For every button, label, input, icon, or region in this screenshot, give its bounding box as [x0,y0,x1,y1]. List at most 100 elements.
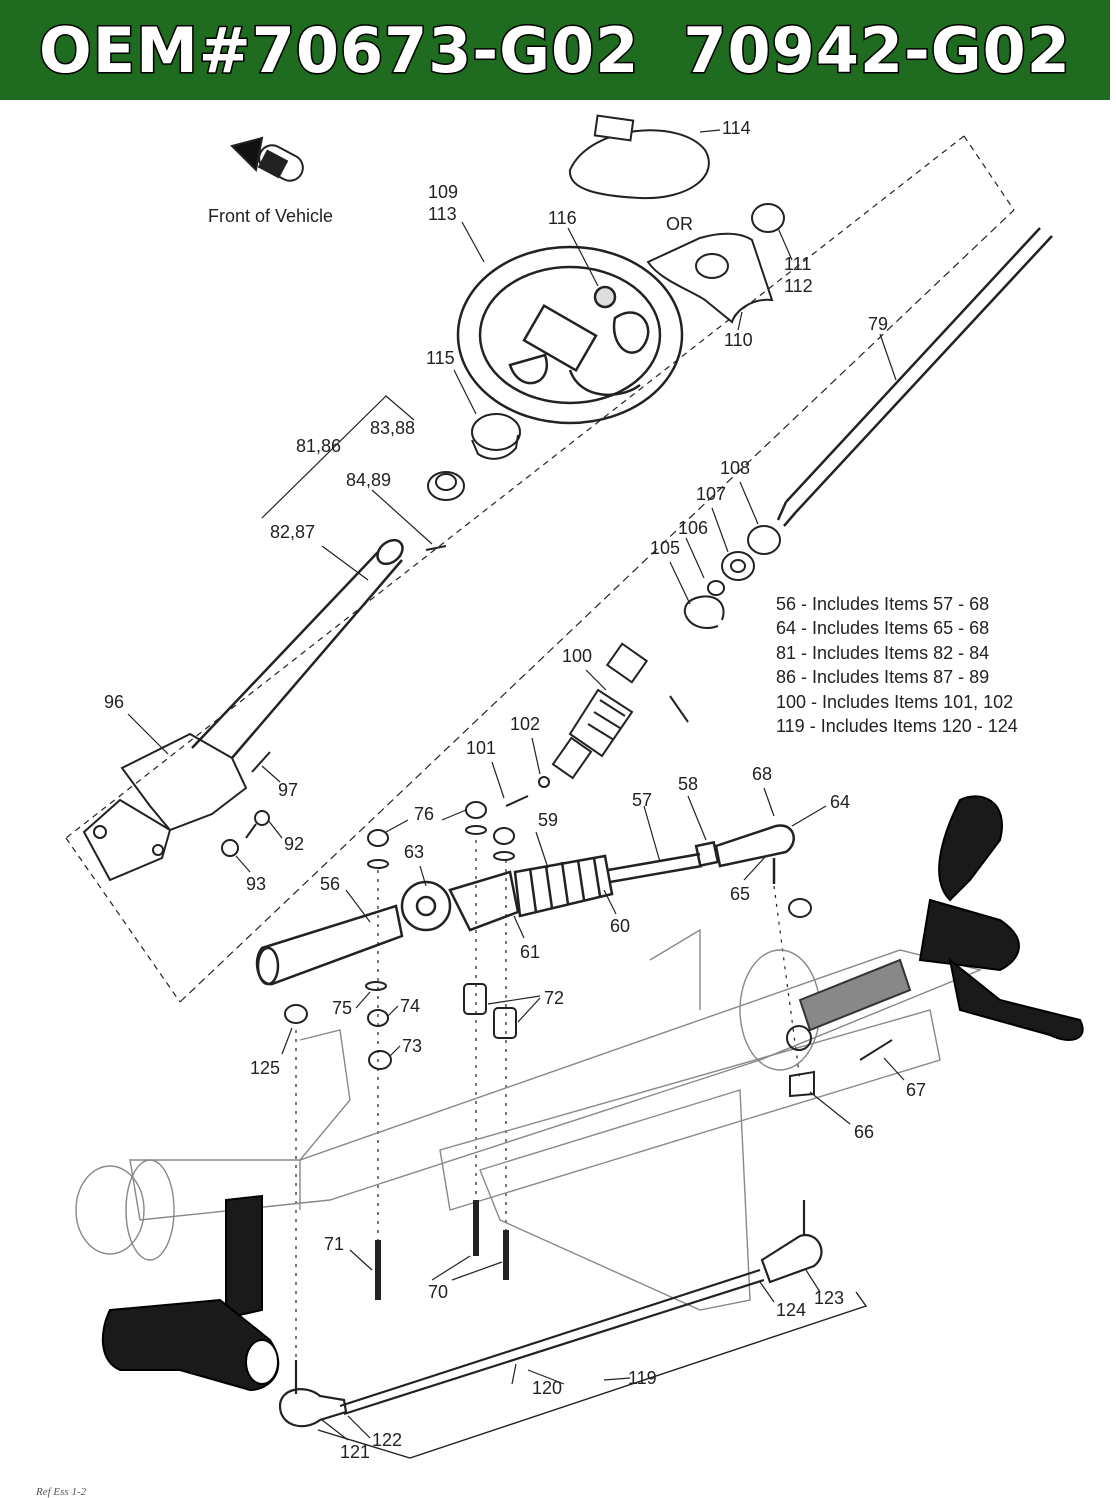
callout-79: 79 [868,314,888,334]
callout-96: 96 [104,692,124,712]
column-base-96 [120,732,248,832]
note-line: 86 - Includes Items 87 - 89 [776,667,990,688]
nut-102 [538,776,550,788]
callout-70: 70 [428,1282,448,1302]
callout-74: 74 [400,996,420,1016]
assembly-outline [65,135,1015,1003]
front-axle-frame [75,928,983,1311]
emblem-plate-110 [646,232,774,324]
callout-109: 109 [428,182,458,202]
callout-92: 92 [284,834,304,854]
reference-label: Ref Ess 1-2 [36,1486,87,1498]
callout-107: 107 [696,484,726,504]
callout-121: 121 [340,1442,370,1462]
callout-71: 71 [324,1234,344,1254]
horn-cap-114 [568,114,710,200]
callout-64: 64 [830,792,850,812]
ring-108 [747,525,781,555]
screw-84 [425,545,447,551]
callout-114: 114 [722,118,751,138]
callout-83-88: 83,88 [370,418,415,438]
callout-120: 120 [532,1378,562,1398]
snap-ring-105 [683,595,725,629]
callout-97: 97 [278,780,298,800]
callout-113: 113 [428,204,457,224]
spacer-106 [707,580,725,596]
callout-124: 124 [776,1300,806,1320]
steering-column-82 [191,538,404,759]
part-number-2: 70942-G02 [682,12,1072,88]
callout-66: 66 [854,1122,874,1142]
note-line: 119 - Includes Items 120 - 124 [776,716,1018,737]
hub-115 [471,413,521,460]
front-of-vehicle-label: Front of Vehicle [208,206,334,226]
note-line: 100 - Includes Items 101, 102 [776,691,1014,712]
steering-rack-56 [255,824,795,986]
bushing-83 [427,471,465,501]
u-joint-100 [551,642,689,780]
callout-75: 75 [332,998,352,1018]
callout-111: 111 [784,254,811,274]
mount-hardware-75 [284,981,392,1070]
banner-title: OEM#70673-G02 70942-G02 [38,12,1072,88]
bearing-107 [721,551,755,581]
nut-76 [367,801,515,869]
steering-wheel-109 [456,245,684,425]
spacer-72b [493,1007,517,1039]
callout-58: 58 [678,774,698,794]
note-line: 64 - Includes Items 65 - 68 [776,618,990,639]
callout-68: 68 [752,764,772,784]
callout-82-87: 82,87 [270,522,315,542]
castle-nut-66 [789,1070,815,1098]
bolts-70-71 [375,1200,509,1300]
callout-123: 123 [814,1288,844,1308]
callout-63: 63 [404,842,424,862]
callout-100: 100 [562,646,592,666]
callout-115: 115 [426,348,455,368]
note-line: 81 - Includes Items 82 - 84 [776,642,990,663]
washer-93 [221,839,239,857]
or-label: OR [666,214,693,234]
callout-116: 116 [548,208,577,228]
bolt-92 [254,810,270,826]
callout-108: 108 [720,458,750,478]
knuckle-stud [786,1025,812,1051]
part-number-1: OEM#70673-G02 [38,12,640,88]
title-banner: OEM#70673-G02 70942-G02 [0,0,1110,100]
callout-101: 101 [466,738,496,758]
steering-exploded-diagram: 114 109 113 116 111 112 110 79 115 81,86… [65,114,1084,1462]
callout-81-86: 81,86 [296,436,341,456]
callout-125: 125 [250,1058,280,1078]
callout-57: 57 [632,790,652,810]
tie-rod-119 [278,1200,868,1459]
steering-shaft-79 [776,227,1053,527]
callout-76: 76 [414,804,434,824]
callout-106: 106 [678,518,708,538]
callout-110: 110 [724,330,753,350]
cotter-pin-67 [859,1039,893,1061]
callout-112: 112 [784,276,813,296]
callout-105: 105 [650,538,680,558]
callout-56: 56 [320,874,340,894]
callout-67: 67 [906,1080,926,1100]
callout-93: 93 [246,874,266,894]
callout-84-89: 84,89 [346,470,391,490]
callout-61: 61 [520,942,540,962]
callout-65: 65 [730,884,750,904]
bolt-101 [505,795,529,807]
spindle-right [918,795,1084,1041]
callout-72: 72 [544,988,564,1008]
nut-right [788,898,812,918]
note-line: 56 - Includes Items 57 - 68 [776,594,990,614]
emblem-disk-111 [751,203,785,233]
callout-119: 119 [628,1368,657,1388]
includes-notes: 56 - Includes Items 57 - 68 64 - Include… [776,592,1018,738]
callout-102: 102 [510,714,540,734]
leader-lines [127,129,905,1441]
callout-60: 60 [610,916,630,936]
callout-59: 59 [538,810,558,830]
spacer-72a [463,983,487,1015]
arrow-icon [230,136,304,182]
callout-122: 122 [372,1430,402,1450]
callout-73: 73 [402,1036,422,1056]
